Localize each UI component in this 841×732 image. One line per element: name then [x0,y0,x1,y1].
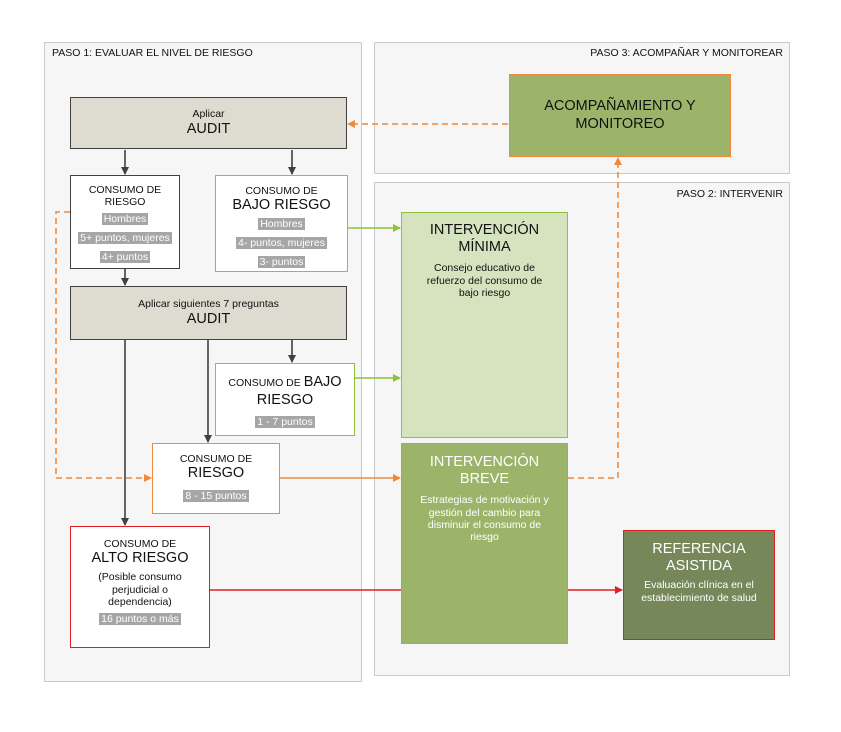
breve-desc1: Estrategias de motivación y [420,494,549,507]
step2-title: PASO 2: INTERVENIR [676,188,783,200]
alto-riesgo-line4: perjudicial o [111,583,169,596]
bajo-riesgo-7-line1b: BAJO [303,374,342,390]
riesgo-8-15-points: 8 - 15 puntos [183,490,249,503]
consumo-riesgo-hombres: Hombres [101,212,149,225]
consumo-riesgo-box: CONSUMO DE RIESGO Hombres 5+ puntos, muj… [70,175,180,269]
alto-riesgo-line3: (Posible consumo [98,571,182,584]
bajo-riesgo-hombres: Hombres [258,218,305,231]
consumo-riesgo-points-women: 4+ puntos [99,250,151,263]
bajo-riesgo-7-line2: RIESGO [256,391,314,408]
bajo-riesgo-points-women: 3- puntos [257,256,306,269]
referencia-asistida-box: REFERENCIA ASISTIDA Evaluación clínica e… [623,530,775,640]
audit-label: AUDIT [186,120,231,137]
audit-seven-label: Aplicar siguientes 7 preguntas [138,298,279,311]
riesgo-8-15-line2: RIESGO [187,465,245,482]
bajo-riesgo-7-line1a: CONSUMO DE [228,377,304,389]
referencia-title1: REFERENCIA [652,541,746,557]
acompanamiento-box: ACOMPAÑAMIENTO Y MONITOREO [509,74,731,157]
referencia-title2: ASISTIDA [665,558,733,575]
minima-desc2: refuerzo del consumo de [426,274,543,287]
consumo-riesgo-line1: CONSUMO DE [88,184,162,196]
audit-box: Aplicar AUDIT [70,97,347,149]
alto-riesgo-box: CONSUMO DE ALTO RIESGO (Posible consumo … [70,526,210,648]
riesgo-8-15-box: CONSUMO DE RIESGO 8 - 15 puntos [152,443,280,514]
referencia-desc1: Evaluación clínica en el [644,579,754,592]
minima-desc3: bajo riesgo [458,286,511,299]
intervencion-minima-box: INTERVENCIÓN MÍNIMA Consejo educativo de… [401,212,568,438]
bajo-riesgo-7-points: 1 - 7 puntos [255,415,315,428]
step1-title: PASO 1: EVALUAR EL NIVEL DE RIESGO [52,47,253,59]
bajo-riesgo-line2: BAJO RIESGO [232,197,331,214]
audit-seven-audit: AUDIT [186,310,231,327]
breve-title2: BREVE [459,471,510,488]
bajo-riesgo-box: CONSUMO DE BAJO RIESGO Hombres 4- puntos… [215,175,348,272]
consumo-riesgo-line2: RIESGO [104,196,146,209]
audit-seven-box: Aplicar siguientes 7 preguntas AUDIT [70,286,347,340]
bajo-riesgo-7-box: CONSUMO DE BAJO RIESGO 1 - 7 puntos [215,363,355,436]
alto-riesgo-line2: ALTO RIESGO [91,550,189,567]
breve-desc4: riesgo [470,531,499,544]
breve-desc2: gestión del cambio para [428,506,541,519]
step3-title: PASO 3: ACOMPAÑAR Y MONITOREAR [590,47,783,59]
bajo-riesgo-points-men: 4- puntos, mujeres [236,237,327,250]
acompanamiento-title1: ACOMPAÑAMIENTO Y [544,98,696,115]
referencia-desc2: establecimiento de salud [641,591,757,604]
breve-title1: INTERVENCIÓN [429,454,540,470]
breve-desc3: disminuir el consumo de [427,518,542,531]
intervencion-breve-box: INTERVENCIÓN BREVE Estrategias de motiva… [401,443,568,644]
alto-riesgo-points: 16 puntos o más [99,612,181,625]
acompanamiento-title2: MONITOREO [575,115,665,132]
consumo-riesgo-points-men: 5+ puntos, mujeres [78,231,172,244]
minima-desc1: Consejo educativo de [434,262,535,275]
bajo-riesgo-line1: CONSUMO DE [245,185,318,197]
minima-title2: MÍNIMA [458,239,511,256]
minima-title1: INTERVENCIÓN [429,222,540,238]
audit-apply-label: Aplicar [192,108,225,121]
alto-riesgo-line1: CONSUMO DE [103,538,177,550]
alto-riesgo-line5: dependencia) [108,596,172,609]
riesgo-8-15-line1: CONSUMO DE [179,453,253,465]
